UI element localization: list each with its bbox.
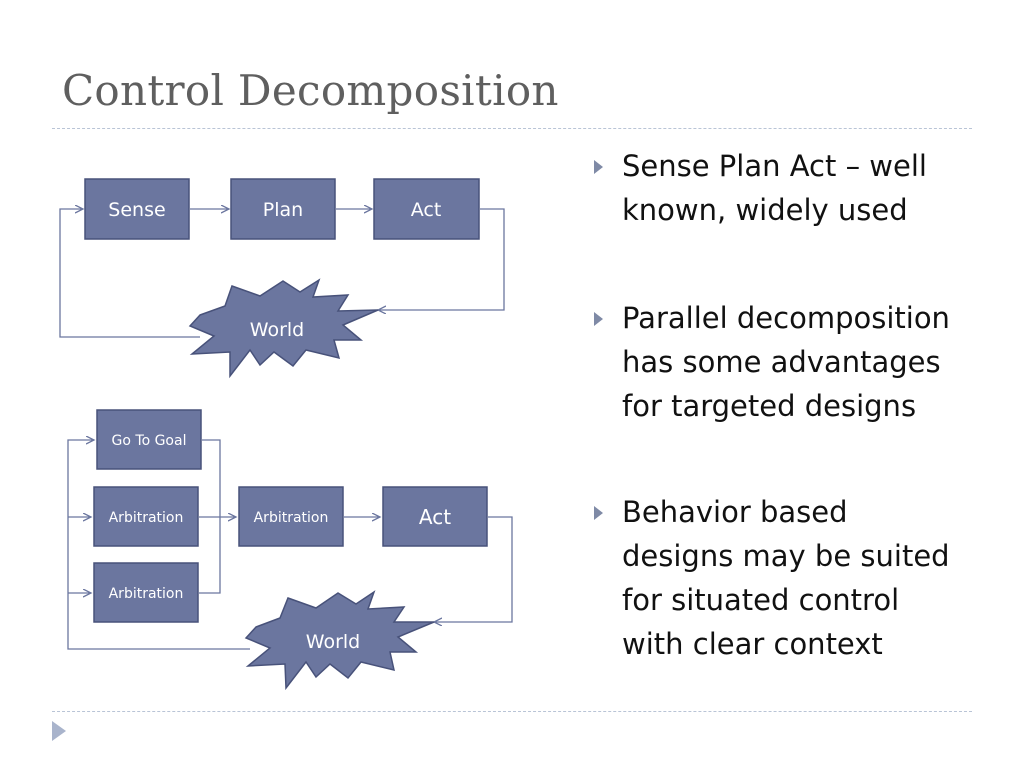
box-arbiter-label: Arbitration <box>254 510 329 526</box>
box-act: Act <box>373 178 480 240</box>
bullet-line: for targeted designs <box>622 389 917 423</box>
box-go-to-goal: Go To Goal <box>96 409 202 470</box>
bullet-line: known, widely used <box>622 193 908 227</box>
triangle-bullet-icon <box>594 506 603 520</box>
bullet-line: Parallel decomposition <box>622 301 950 335</box>
bullet-line: with clear context <box>622 627 883 661</box>
bullet-item: Sense Plan Act – well known, widely used <box>594 144 927 232</box>
title-divider <box>52 128 972 129</box>
box-sense: Sense <box>84 178 190 240</box>
page-title: Control Decomposition <box>62 66 559 115</box>
connector-world-sense <box>59 209 200 338</box>
bullet-item: Parallel decomposition has some advantag… <box>594 296 950 428</box>
box-arbitration-2: Arbitration <box>93 562 199 623</box>
box-act-bottom-label: Act <box>419 505 451 529</box>
box-arbitration-2-label: Arbitration <box>109 586 184 602</box>
connector-act-world-bottom <box>434 516 513 622</box>
connector-act-world <box>378 208 505 310</box>
world-label-bottom: World <box>306 631 360 653</box>
bottom-connectors <box>67 440 513 650</box>
bullet-line: has some advantages <box>622 345 941 379</box>
box-act-bottom: Act <box>382 486 488 547</box>
bullet-line: designs may be suited <box>622 539 950 573</box>
box-arbitration-1: Arbitration <box>93 486 199 547</box>
world-label-top: World <box>250 319 304 341</box>
box-act-label: Act <box>411 199 442 221</box>
connector-world-behaviors <box>67 440 250 650</box>
top-connectors <box>59 208 505 338</box>
bullet-item: Behavior based designs may be suited for… <box>594 490 950 666</box>
box-go-to-goal-label: Go To Goal <box>112 433 187 449</box>
bullet-line: Behavior based <box>622 495 848 529</box>
triangle-bullet-icon <box>594 160 603 174</box>
world-burst-bottom: World <box>244 590 435 691</box>
footer-divider <box>52 711 972 712</box>
triangle-bullet-icon <box>594 312 603 326</box>
bullet-line: Sense Plan Act – well <box>622 149 927 183</box>
world-burst-top: World <box>188 278 379 379</box>
box-plan: Plan <box>230 178 336 240</box>
control-diagram: Sense Plan Act World Go To Goal <box>59 178 513 691</box>
bullet-line: for situated control <box>622 583 900 617</box>
box-arbitration-1-label: Arbitration <box>109 510 184 526</box>
play-triangle-icon[interactable] <box>52 721 66 741</box>
box-sense-label: Sense <box>108 199 165 221</box>
box-plan-label: Plan <box>263 199 303 221</box>
box-arbiter: Arbitration <box>238 486 344 547</box>
